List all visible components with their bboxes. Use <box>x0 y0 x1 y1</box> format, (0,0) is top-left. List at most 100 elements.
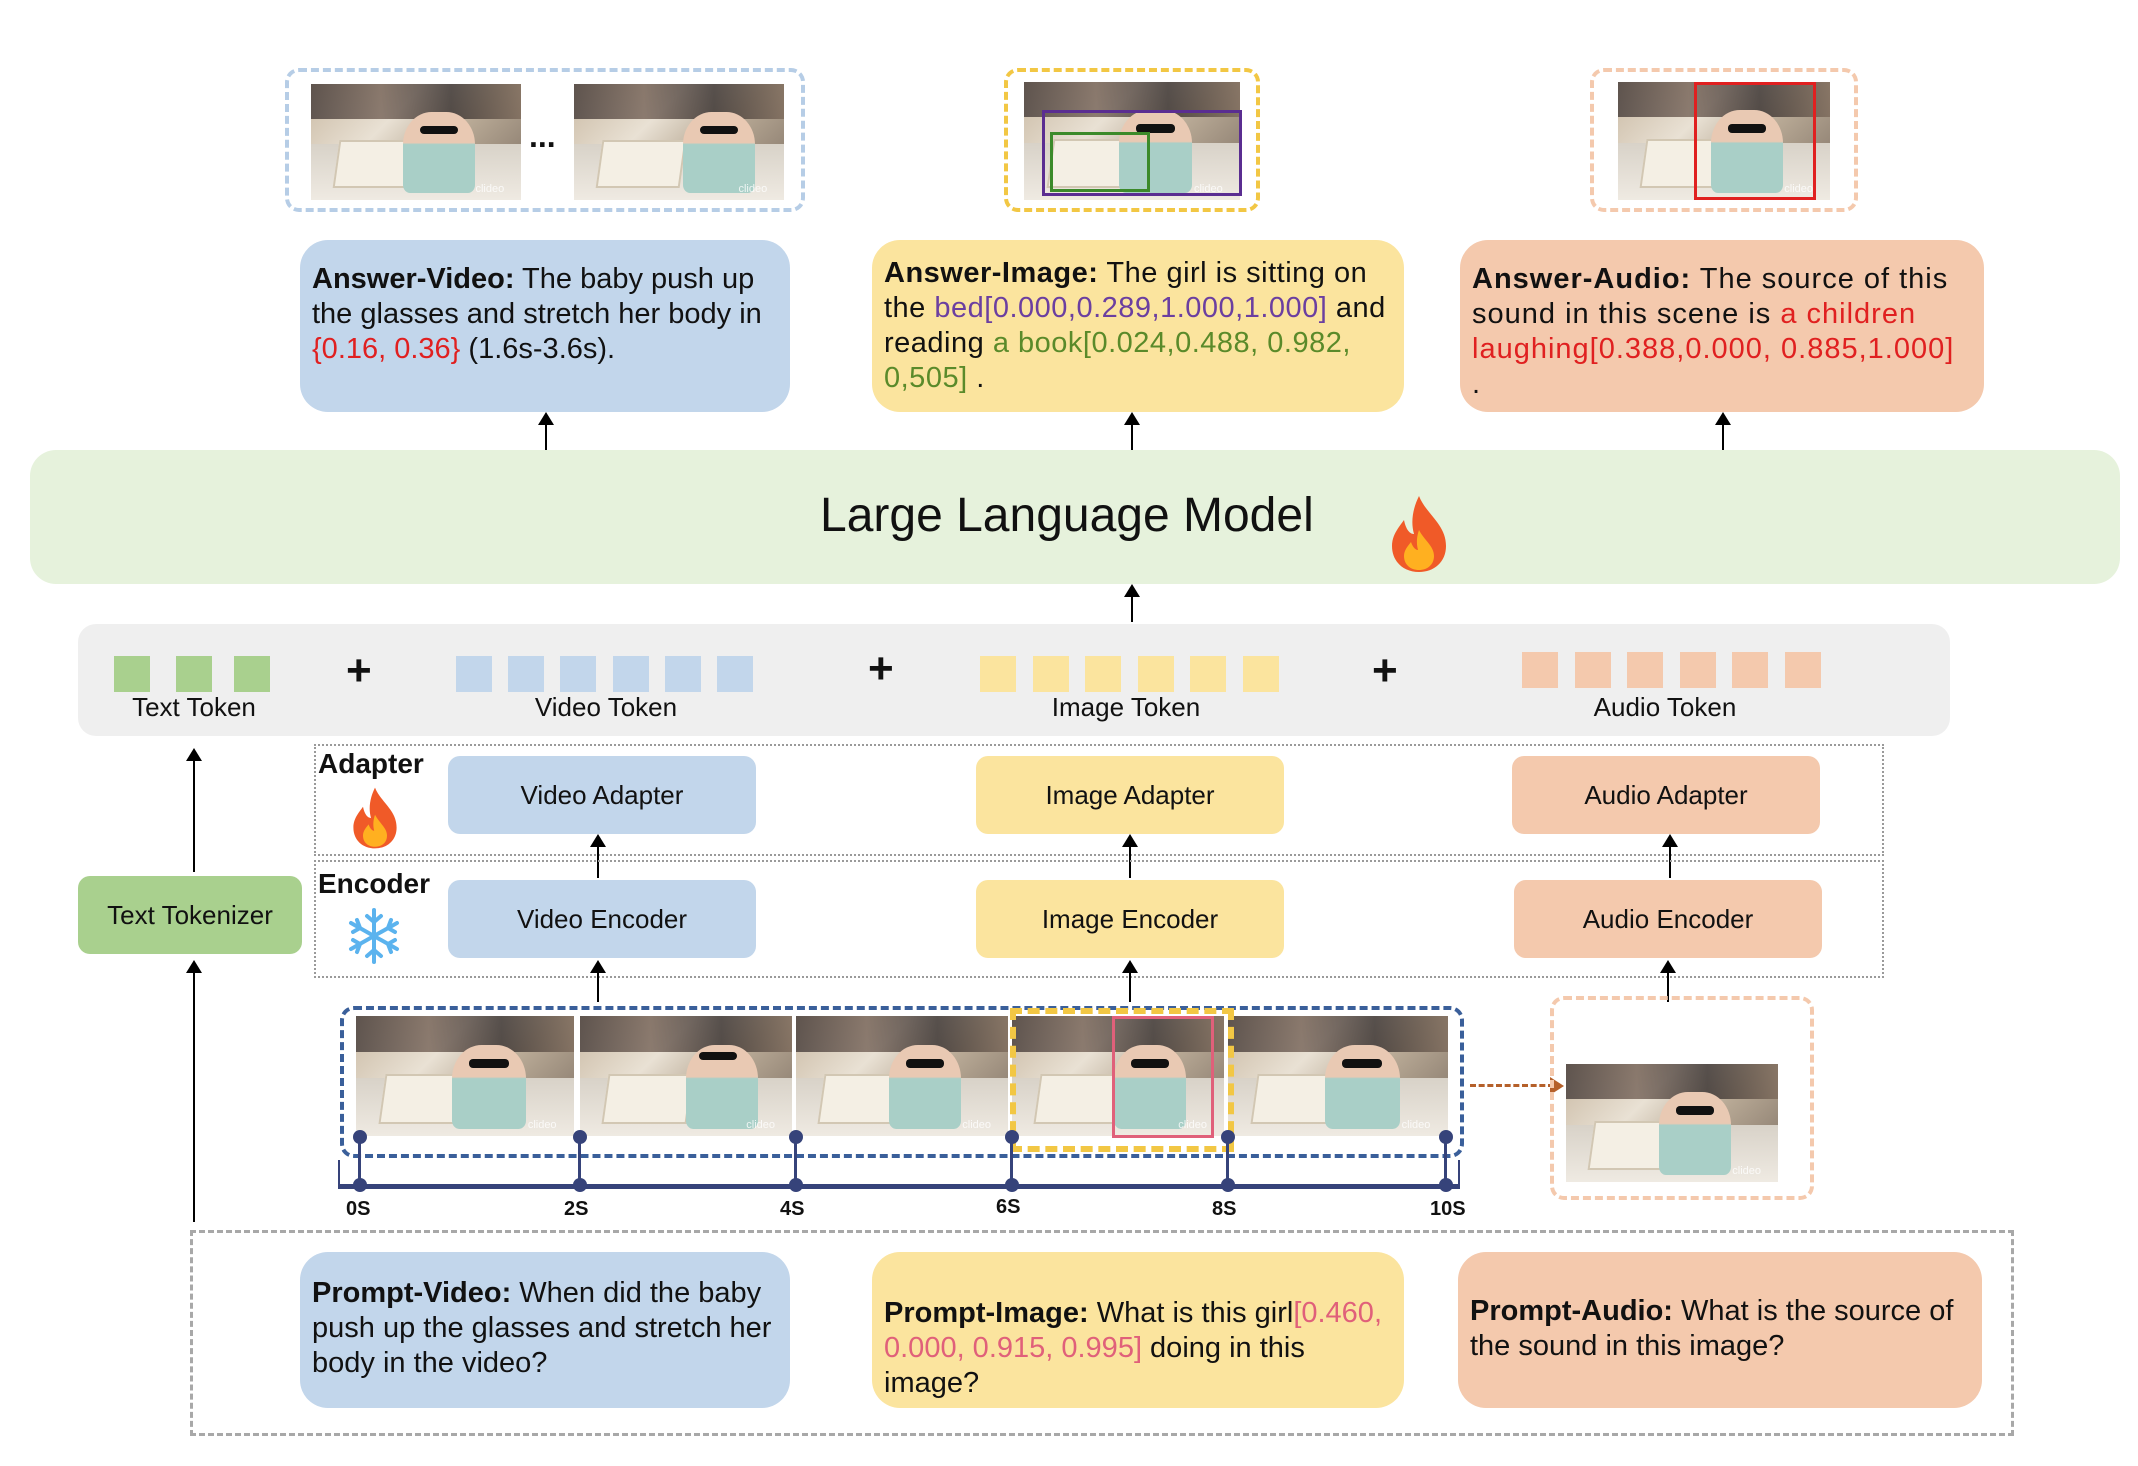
video-frame-thumb: clideo <box>356 1016 574 1136</box>
timeline-label: 2S <box>564 1198 589 1220</box>
children-bounding-box <box>1694 82 1816 200</box>
plus-sign: + <box>868 644 894 693</box>
timeline-dot <box>573 1130 587 1144</box>
image-example-frame: clideo <box>1004 68 1260 212</box>
answer-image-book-box: a book[0.024,0.488, 0.982, 0,505] <box>884 327 1351 394</box>
llm-title: Large Language Model <box>820 489 1314 542</box>
timeline-label: 0S <box>346 1198 371 1220</box>
audio-token <box>1785 652 1821 688</box>
video-example-frame: clideo ... clideo <box>285 68 805 212</box>
timeline-dot <box>1005 1178 1019 1192</box>
arrow-up <box>186 960 202 1222</box>
timeline-label: 4S <box>780 1198 805 1220</box>
plus-sign: + <box>346 646 372 695</box>
video-frame-thumb: clideo <box>1228 1016 1448 1136</box>
image-encoder: Image Encoder <box>976 880 1284 958</box>
prompt-image-box-coords: [0.460, 0.000, 0.915, 0.995] <box>884 1297 1382 1364</box>
text-token <box>114 656 150 692</box>
girl-bounding-box <box>1112 1016 1214 1138</box>
timeline-dot <box>1439 1130 1453 1144</box>
arrow-up <box>1124 412 1140 450</box>
prompt-image-box: Prompt-Image: What is this girl[0.460, 0… <box>872 1252 1404 1408</box>
answer-image-bed-box: bed[0.000,0.289,1.000,1.000] <box>934 292 1328 324</box>
arrow-up <box>1124 584 1140 622</box>
video-token <box>665 656 701 692</box>
video-token <box>560 656 596 692</box>
image-adapter: Image Adapter <box>976 756 1284 834</box>
arrow-up <box>590 960 606 1002</box>
timeline-label: 10S <box>1430 1198 1466 1220</box>
answer-video-box: Answer-Video: The baby push up the glass… <box>300 240 790 412</box>
timeline-dot <box>1221 1178 1235 1192</box>
timeline-dot <box>1439 1178 1453 1192</box>
audio-encoder: Audio Encoder <box>1514 880 1822 958</box>
fire-icon <box>1392 496 1446 572</box>
timeline-label: 8S <box>1212 1198 1237 1220</box>
timeline-dot <box>573 1178 587 1192</box>
prompt-audio-label: Prompt-Audio: <box>1470 1295 1673 1327</box>
video-token <box>717 656 753 692</box>
timeline-dot <box>789 1130 803 1144</box>
prompt-audio-box: Prompt-Audio: What is the source of the … <box>1458 1252 1982 1408</box>
image-frame-highlight <box>1010 1008 1234 1152</box>
timeline-dot <box>1005 1130 1019 1144</box>
video-frame-thumb: clideo <box>1012 1016 1224 1136</box>
text-tokenizer: Text Tokenizer <box>78 876 302 954</box>
audio-example-frame: clideo <box>1590 68 1858 212</box>
book-bounding-box <box>1050 132 1150 192</box>
video-strip-frame <box>340 1006 1464 1158</box>
prompt-video-box: Prompt-Video: When did the baby push up … <box>300 1252 790 1408</box>
timeline-tick <box>1226 1136 1229 1188</box>
bed-bounding-box <box>1042 110 1242 196</box>
audio-adapter: Audio Adapter <box>1512 756 1820 834</box>
arrow-up <box>1122 834 1138 878</box>
image-token <box>980 656 1016 692</box>
audio-token <box>1627 652 1663 688</box>
arrow-right-dashed <box>1470 1084 1554 1087</box>
arrow-up <box>1660 960 1676 1002</box>
fire-icon <box>353 787 397 849</box>
text-token-label: Text Token <box>132 692 256 722</box>
prompt-container <box>190 1230 2014 1436</box>
encoder-label: Encoder <box>318 868 431 899</box>
answer-video-timestamp: {0.16, 0.36} <box>312 333 461 365</box>
audio-token <box>1522 652 1558 688</box>
audio-token-label: Audio Token <box>1593 692 1737 722</box>
timeline-bracket <box>338 1160 340 1188</box>
answer-audio-box: Answer-Audio: The source of this sound i… <box>1460 240 1984 412</box>
image-token <box>1243 656 1279 692</box>
video-frame-thumb: clideo <box>574 84 784 200</box>
answer-audio-label: Answer-Audio: <box>1472 263 1692 295</box>
text-token <box>234 656 270 692</box>
timeline-dot <box>353 1130 367 1144</box>
timeline-label: 6S <box>996 1196 1021 1218</box>
video-token <box>613 656 649 692</box>
arrow-up <box>1122 960 1138 1002</box>
timeline-bracket <box>1458 1160 1460 1188</box>
timeline-dot <box>1221 1130 1235 1144</box>
audio-token <box>1680 652 1716 688</box>
image-token <box>1138 656 1174 692</box>
audio-waveform-icon <box>1576 1006 1780 1056</box>
timeline-tick <box>358 1136 361 1188</box>
llm-block: Large Language Model <box>30 450 2120 584</box>
video-token <box>508 656 544 692</box>
audio-token <box>1732 652 1768 688</box>
arrow-up <box>186 748 202 872</box>
audio-input-frame <box>1550 996 1814 1200</box>
answer-image-box: Answer-Image: The girl is sitting on the… <box>872 240 1404 412</box>
image-token <box>1190 656 1226 692</box>
timeline-tick <box>1444 1136 1447 1188</box>
video-encoder: Video Encoder <box>448 880 756 958</box>
arrow-up <box>538 412 554 450</box>
video-adapter: Video Adapter <box>448 756 756 834</box>
timeline-tick <box>578 1136 581 1188</box>
timeline-dot <box>789 1178 803 1192</box>
image-thumb: clideo <box>1024 82 1240 200</box>
adapter-row <box>314 744 1884 856</box>
video-token <box>456 656 492 692</box>
plus-sign: + <box>1372 646 1398 695</box>
video-frame-thumb: clideo <box>311 84 521 200</box>
video-frame-thumb: clideo <box>580 1016 792 1136</box>
answer-video-label: Answer-Video: <box>312 263 515 295</box>
